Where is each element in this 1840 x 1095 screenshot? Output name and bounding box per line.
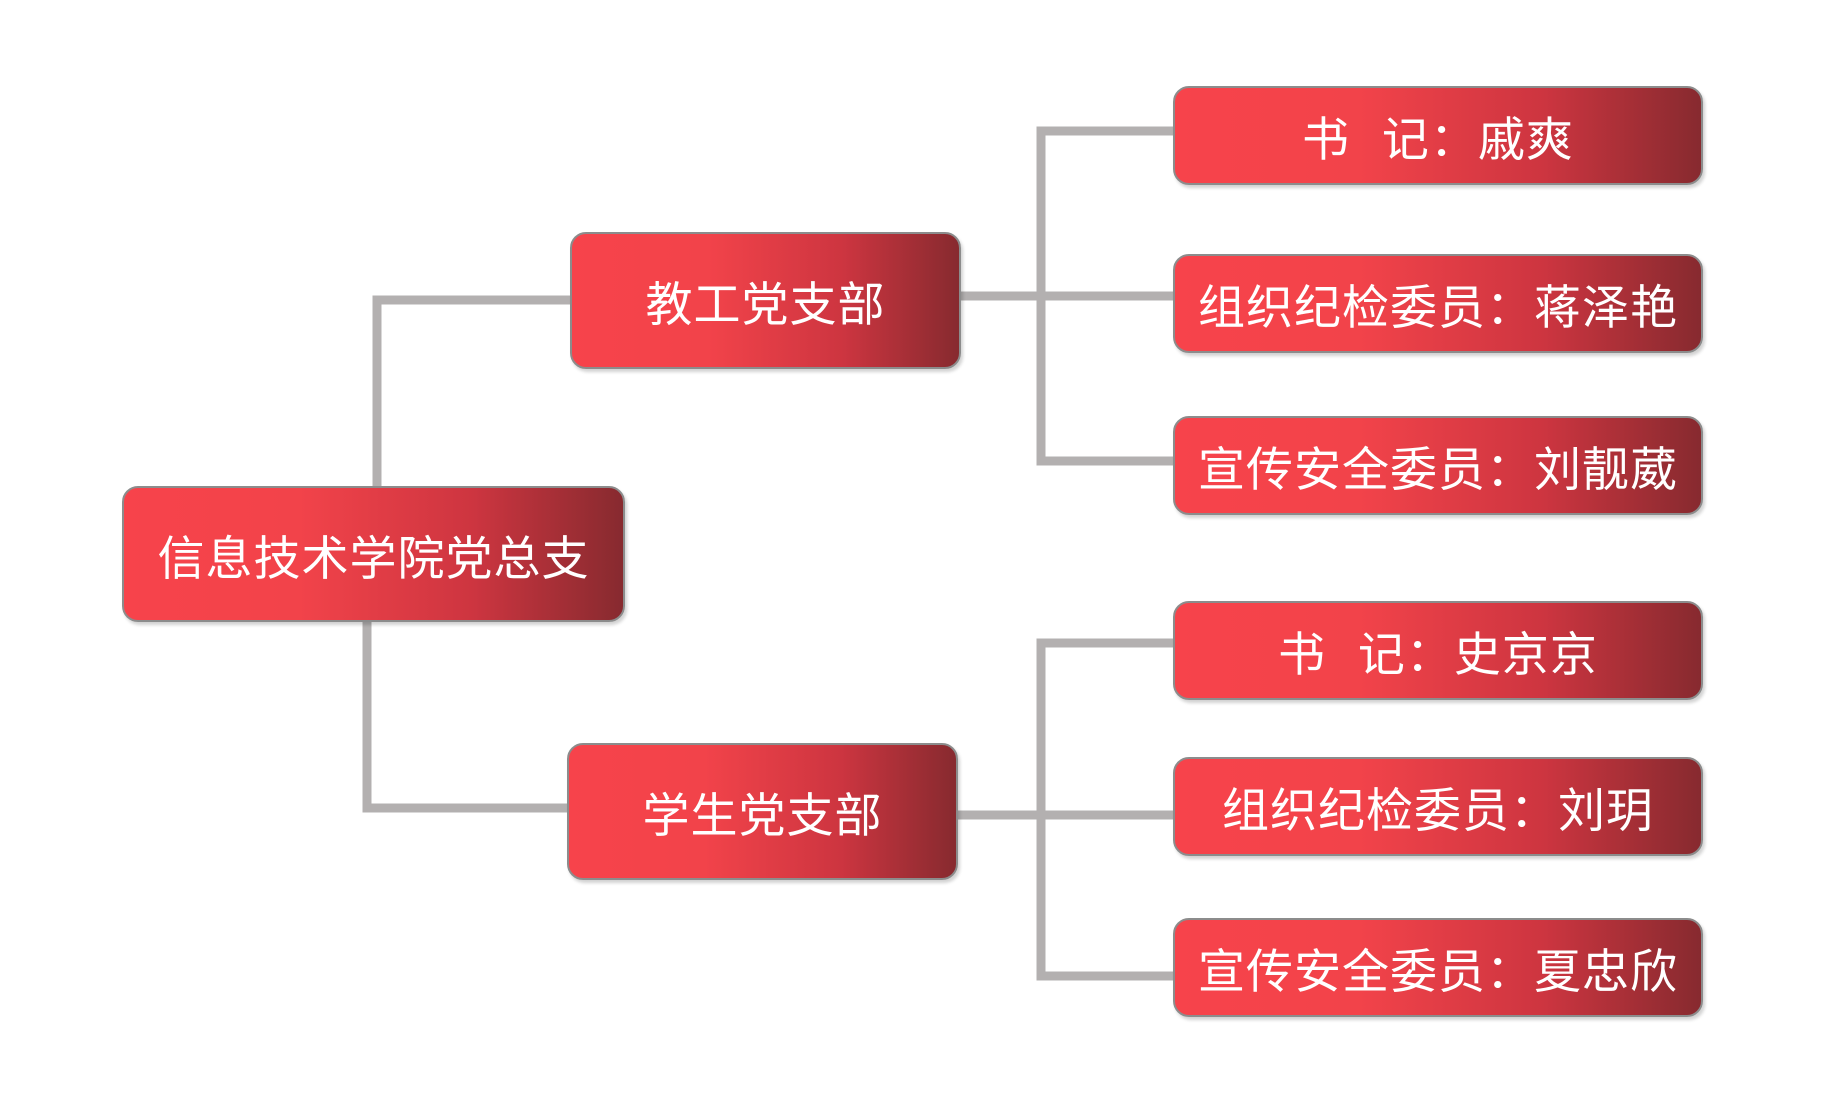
member-node-discipline: 组织纪检委员：刘玥: [1173, 757, 1703, 856]
branch-node-label: 学生党支部: [642, 789, 883, 844]
member-node-label: 组织纪检委员：蒋泽艳: [1198, 281, 1678, 336]
member-node-label: 书 记：史京京: [1278, 628, 1598, 683]
member-node-label: 组织纪检委员：刘玥: [1222, 784, 1654, 839]
root-node: 信息技术学院党总支: [122, 486, 625, 622]
member-node-discipline: 组织纪检委员：蒋泽艳: [1173, 254, 1703, 353]
branch-node-label: 教工党支部: [645, 278, 886, 333]
member-node-publicity: 宣传安全委员：刘靓葳: [1173, 416, 1703, 515]
member-node-label: 宣传安全委员：刘靓葳: [1198, 443, 1678, 498]
branch-node-student: 学生党支部: [567, 743, 958, 880]
member-node-label: 书 记：戚爽: [1302, 113, 1574, 168]
member-node-secretary: 书 记：戚爽: [1173, 86, 1703, 185]
root-node-label: 信息技术学院党总支: [157, 531, 590, 587]
member-node-secretary: 书 记：史京京: [1173, 601, 1703, 700]
member-node-label: 宣传安全委员：夏忠欣: [1198, 945, 1678, 1000]
member-node-publicity: 宣传安全委员：夏忠欣: [1173, 918, 1703, 1017]
branch-node-faculty: 教工党支部: [570, 232, 961, 369]
